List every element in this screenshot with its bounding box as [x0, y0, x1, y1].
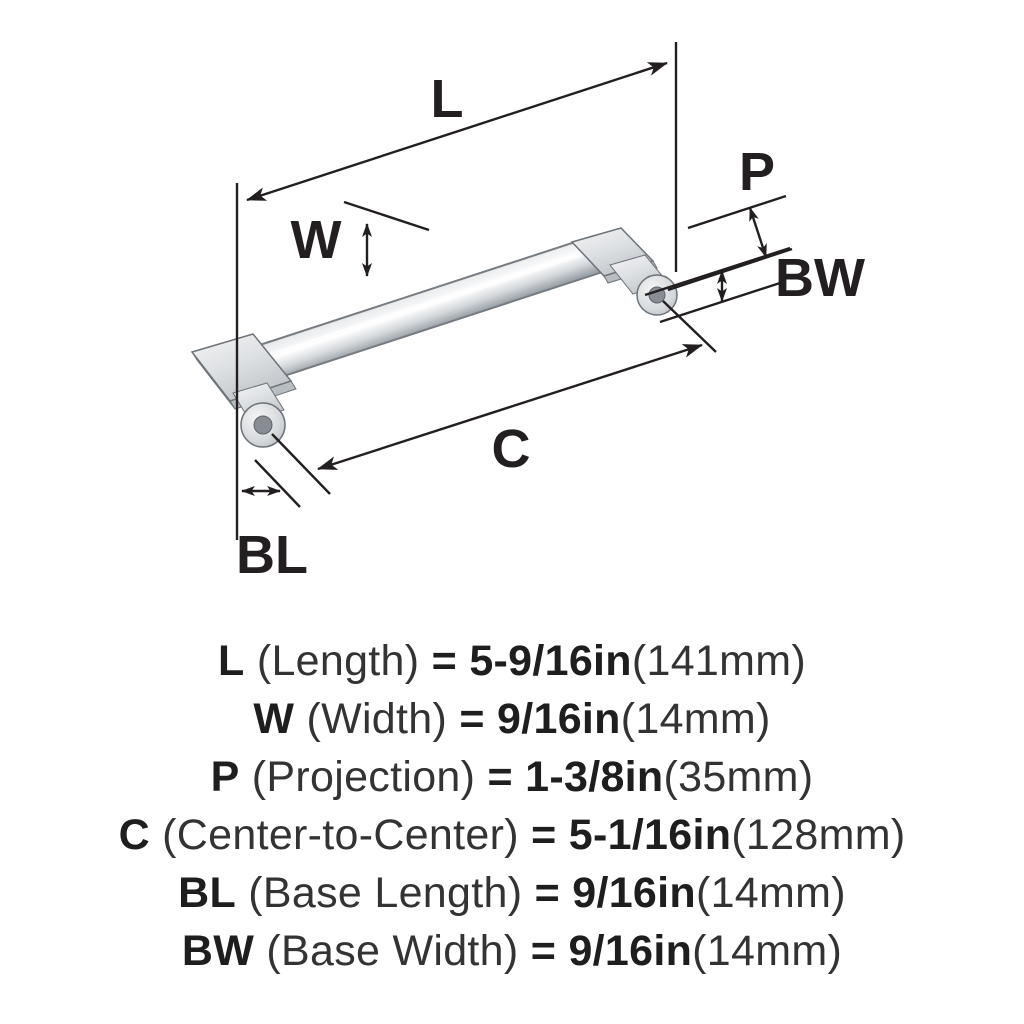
left-base-screw	[253, 415, 273, 435]
spec-key: L	[218, 637, 245, 685]
spec-key: BL	[178, 869, 237, 917]
dimension-lines: L W P BW C BL	[235, 42, 865, 585]
base-length-extension-line	[254, 459, 301, 508]
base-length-label: BL	[236, 525, 308, 585]
spec-key: C	[118, 811, 150, 859]
projection-extension-bottom	[667, 247, 793, 292]
spec-name: (Base Length)	[248, 869, 523, 917]
spec-equals: =	[531, 811, 557, 859]
spec-value: 1-3/8in	[525, 753, 664, 801]
spec-metric: (35mm)	[663, 753, 814, 801]
spec-name: (Center-to-Center)	[162, 811, 519, 859]
spec-equals: =	[487, 753, 513, 801]
spec-equals: =	[431, 637, 458, 685]
spec-row-center-to-center: C (Center-to-Center) = 5-1/16in(128mm)	[0, 806, 1024, 864]
length-label: L	[431, 69, 464, 129]
spec-key: BW	[181, 927, 255, 975]
center-label: C	[492, 419, 531, 479]
projection-extension-top	[687, 194, 787, 230]
cabinet-pull-drawing	[190, 227, 678, 448]
width-extension-line	[343, 200, 430, 232]
base-width-extension-bottom	[659, 281, 781, 324]
spec-name: (Base Width)	[266, 927, 519, 975]
projection-dimension-arrow	[748, 207, 768, 258]
spec-value: 5-9/16in	[469, 637, 632, 685]
spec-equals: =	[534, 869, 560, 917]
spec-value: 9/16in	[568, 927, 693, 975]
spec-name: (Width)	[306, 695, 448, 743]
dimension-specs: L (Length) = 5-9/16in(141mm) W (Width) =…	[0, 632, 1024, 980]
spec-metric: (141mm)	[631, 637, 806, 685]
spec-row-length: L (Length) = 5-9/16in(141mm)	[0, 632, 1024, 690]
projection-label: P	[739, 142, 775, 202]
spec-key: P	[210, 753, 240, 801]
spec-row-base-length: BL (Base Length) = 9/16in(14mm)	[0, 864, 1024, 922]
spec-equals: =	[459, 695, 485, 743]
bar-body	[240, 236, 616, 383]
spec-metric: (14mm)	[620, 695, 771, 743]
spec-metric: (14mm)	[692, 927, 843, 975]
spec-name: (Projection)	[251, 753, 476, 801]
width-label: W	[291, 210, 342, 270]
spec-key: W	[253, 695, 295, 743]
center-extension-left	[271, 433, 331, 495]
spec-row-projection: P (Projection) = 1-3/8in(35mm)	[0, 748, 1024, 806]
spec-row-base-width: BW (Base Width) = 9/16in(14mm)	[0, 922, 1024, 980]
spec-metric: (14mm)	[695, 869, 846, 917]
dimension-diagram: L W P BW C BL	[190, 42, 865, 585]
spec-value: 9/16in	[572, 869, 696, 917]
spec-equals: =	[530, 927, 557, 975]
spec-row-width: W (Width) = 9/16in(14mm)	[0, 690, 1024, 748]
center-extension-right	[662, 300, 717, 353]
base-width-label: BW	[775, 248, 865, 308]
spec-name: (Length)	[256, 637, 420, 685]
center-dimension-arrow	[317, 343, 703, 471]
spec-value: 5-1/16in	[568, 811, 732, 859]
spec-value: 9/16in	[497, 695, 621, 743]
bar-highlight	[261, 247, 595, 361]
spec-metric: (128mm)	[731, 811, 906, 859]
length-dimension-arrow	[246, 61, 668, 202]
